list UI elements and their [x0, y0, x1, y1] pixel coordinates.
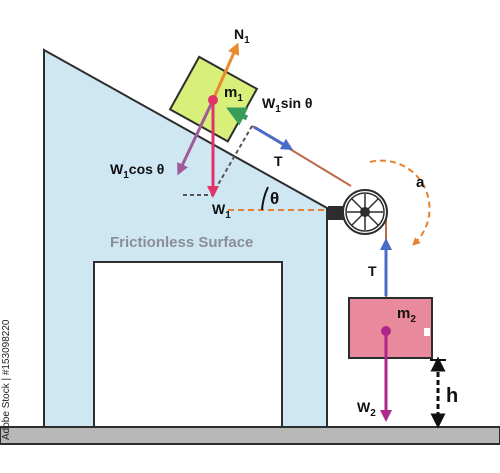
w2-label: W2	[357, 399, 376, 419]
tension-upper-arrow	[253, 125, 294, 151]
stock-id: Adobe Stock | #153098220	[1, 319, 12, 440]
ground	[0, 426, 500, 445]
w1cos-arrow	[177, 99, 215, 176]
acceleration-label: a	[416, 174, 425, 191]
normal-force-arrow	[211, 42, 240, 101]
w1sin-arrow	[226, 107, 249, 126]
m1-center-dot	[208, 95, 218, 105]
pulley	[328, 189, 388, 235]
surface-label: Frictionless Surface	[110, 234, 253, 251]
block-m2-highlight	[424, 328, 430, 336]
theta-label: θ	[270, 189, 279, 208]
support-opening	[93, 261, 283, 428]
w1sin-label: W1sin θ	[262, 95, 312, 115]
acceleration-arrow	[369, 159, 431, 246]
w1-label: W1	[212, 201, 231, 221]
m1-label: m1	[224, 84, 243, 104]
block-m2	[348, 297, 433, 359]
n1-label: N1	[234, 26, 250, 46]
tension-upper-label: T	[274, 153, 283, 169]
w1cos-label: W1cos θ	[110, 161, 164, 181]
angle-arc	[261, 186, 269, 211]
tension-lower-label: T	[368, 263, 377, 279]
height-label: h	[446, 385, 458, 407]
m2-label: m2	[397, 305, 416, 325]
